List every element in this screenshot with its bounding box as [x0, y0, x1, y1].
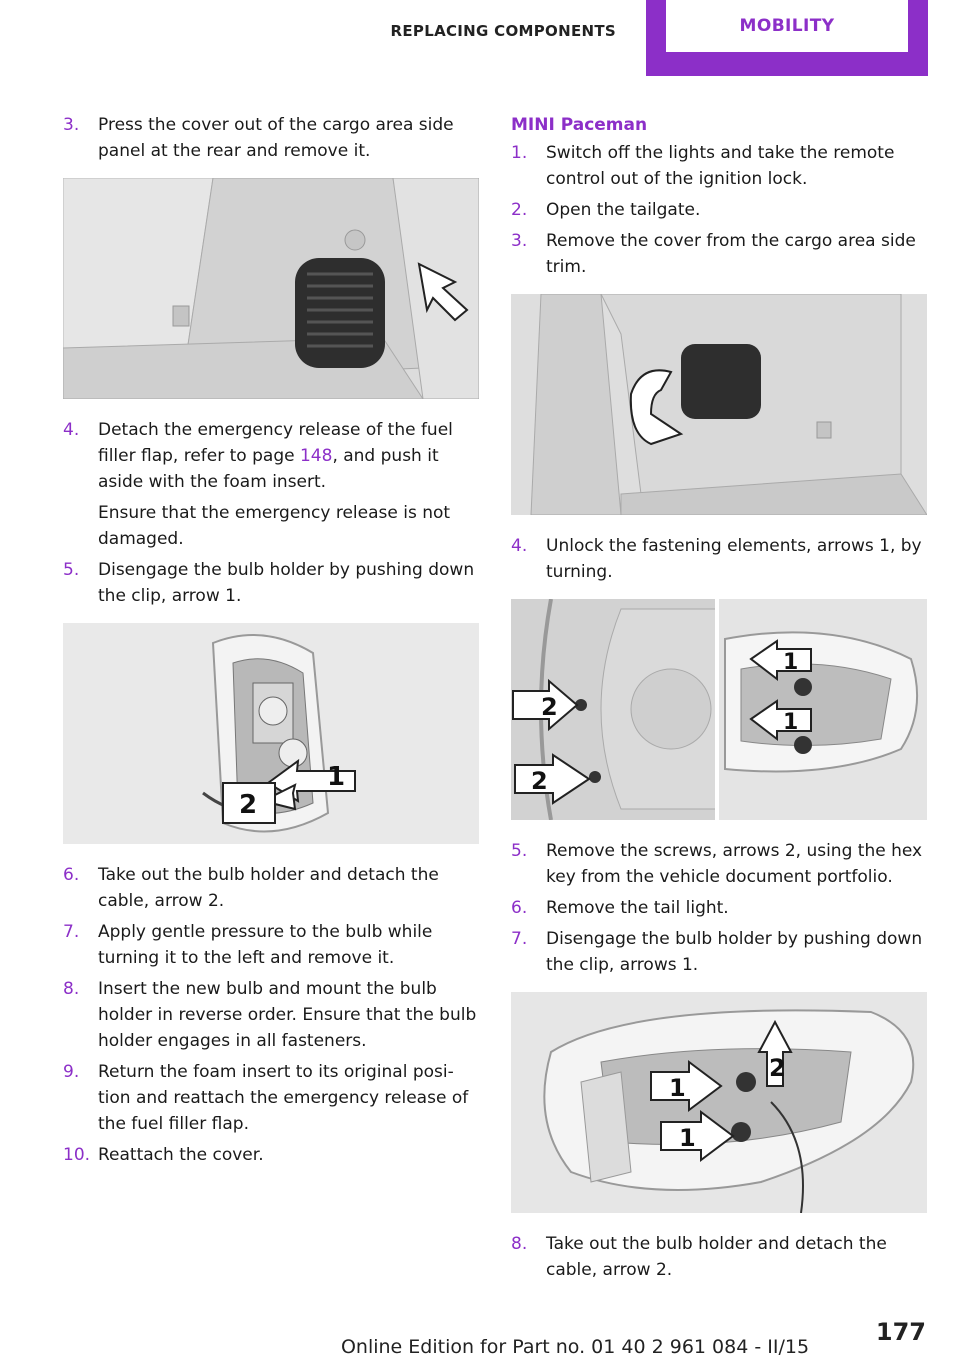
- step-9: 9. Return the foam insert to its origina…: [63, 1059, 481, 1137]
- left-column: 3. Press the cover out of the cargo area…: [63, 112, 481, 1173]
- step-number: 2.: [511, 200, 528, 220]
- step-6: 6. Remove the tail light.: [511, 895, 929, 921]
- step-8: 8. Take out the bulb holder and detach t…: [511, 1231, 929, 1283]
- step-text: Detach the emergency release of the fuel…: [98, 417, 481, 495]
- fig-label-1a: 1: [783, 650, 798, 675]
- tail-light-clips-illustration: 1 2 1: [511, 992, 927, 1213]
- step-text: Remove the tail light.: [546, 898, 729, 918]
- fig-label-1a: 1: [669, 1074, 686, 1102]
- subheading: MINI Paceman: [511, 115, 648, 135]
- step-5: 5. Disengage the bulb holder by pushing …: [63, 557, 481, 609]
- step-text-part: , and push it aside with the foam insert…: [98, 446, 439, 492]
- step-8: 8. Insert the new bulb and mount the bul…: [63, 976, 481, 1054]
- steps-after-list: 6. Take out the bulb holder and detach t…: [63, 862, 481, 1168]
- figure-cargo-side-panel: [63, 178, 479, 399]
- step-text: Disengage the bulb holder by pushing dow…: [98, 560, 475, 606]
- fig-label-1: 1: [327, 762, 345, 792]
- page-number: 177: [875, 1318, 926, 1346]
- step-number: 8.: [511, 1234, 528, 1254]
- page-footer: 177 Online Edition for Part no. 01 40 2 …: [0, 1318, 960, 1362]
- step-text: Press the cover out of the cargo area si…: [98, 115, 454, 161]
- step-7: 7. Apply gentle pressure to the bulb whi…: [63, 919, 481, 971]
- step-text: Take out the bulb holder and detach the …: [546, 1234, 887, 1280]
- fig-label-2b: 2: [531, 767, 548, 795]
- figure-tail-light-clips: 1 2 1: [511, 992, 927, 1213]
- step-number: 3.: [63, 115, 80, 135]
- step-number: 6.: [511, 898, 528, 918]
- step-text: Reattach the cover.: [98, 1145, 264, 1165]
- step-5: 5. Remove the screws, arrows 2, using th…: [511, 838, 929, 890]
- step-1: 1. Switch off the lights and take the re…: [511, 140, 929, 192]
- step-3: 3. Remove the cover from the cargo area …: [511, 228, 929, 280]
- cargo-side-panel-illustration: [63, 178, 479, 399]
- step-number: 8.: [63, 979, 80, 999]
- fastening-elements-illustration: 2 2 1 1: [511, 599, 927, 820]
- step-6: 6. Take out the bulb holder and detach t…: [63, 862, 481, 914]
- bulb-holder-illustration: 1 2: [63, 623, 479, 844]
- step-number: 4.: [511, 536, 528, 556]
- step-text: Remove the screws, arrows 2, using the h…: [546, 841, 923, 887]
- step-text: Unlock the fastening elements, arrows 1,…: [546, 536, 922, 582]
- fig-label-2a: 2: [541, 693, 558, 721]
- chapter-label: MOBILITY: [739, 16, 835, 36]
- step-number: 10.: [63, 1145, 91, 1165]
- step-number: 3.: [511, 231, 528, 251]
- step-text: Disengage the bulb holder by pushing dow…: [546, 929, 923, 975]
- fig-label-1b: 1: [679, 1124, 696, 1152]
- fig-label-2: 2: [769, 1054, 786, 1082]
- step-number: 7.: [63, 922, 80, 942]
- step-4: 4. Detach the emergency release of the f…: [63, 417, 481, 495]
- step-2: 2. Open the tailgate.: [511, 197, 929, 223]
- page-link[interactable]: 148: [299, 446, 333, 466]
- step-4-note: Ensure that the emergency release is not…: [98, 503, 451, 549]
- step-4: 4. Unlock the fastening elements, arrows…: [511, 533, 929, 585]
- section-title: REPLACING COMPONENTS: [390, 22, 616, 40]
- right-column: MINI Paceman 1. Switch off the lights an…: [511, 112, 929, 1288]
- chapter-tab-inner: MOBILITY: [666, 0, 908, 52]
- figure-fastening-elements: 2 2 1 1: [511, 599, 927, 820]
- figure-bulb-holder-clip: 1 2: [63, 623, 479, 844]
- cargo-side-trim-illustration: [511, 294, 927, 515]
- edition-note: Online Edition for Part no. 01 40 2 961 …: [340, 1336, 810, 1358]
- step-text: Apply gentle pressure to the bulb while …: [98, 922, 433, 968]
- step-10: 10. Reattach the cover.: [63, 1142, 481, 1168]
- step-text: Return the foam insert to its original p…: [98, 1062, 469, 1134]
- step-3: 3. Press the cover out of the cargo area…: [63, 112, 481, 164]
- step-number: 5.: [511, 841, 528, 861]
- step-text: Switch off the lights and take the remot…: [546, 143, 895, 189]
- step-number: 1.: [511, 143, 528, 163]
- step-number: 6.: [63, 865, 80, 885]
- step-text: Open the tailgate.: [546, 200, 701, 220]
- figure-cargo-side-trim: [511, 294, 927, 515]
- step-text: Take out the bulb holder and detach the …: [98, 865, 439, 911]
- step-text: Remove the cover from the cargo area sid…: [546, 231, 916, 277]
- step-number: 7.: [511, 929, 528, 949]
- step-text-part: Detach the emergency release of the fuel…: [98, 420, 453, 466]
- step-number: 9.: [63, 1062, 80, 1082]
- fig-label-2: 2: [239, 790, 257, 820]
- chapter-tab[interactable]: MOBILITY: [646, 0, 928, 76]
- step-7: 7. Disengage the bulb holder by pushing …: [511, 926, 929, 978]
- step-text: Insert the new bulb and mount the bulb h…: [98, 979, 477, 1051]
- step-number: 4.: [63, 420, 80, 440]
- fig-label-1b: 1: [783, 710, 798, 735]
- step-number: 5.: [63, 560, 80, 580]
